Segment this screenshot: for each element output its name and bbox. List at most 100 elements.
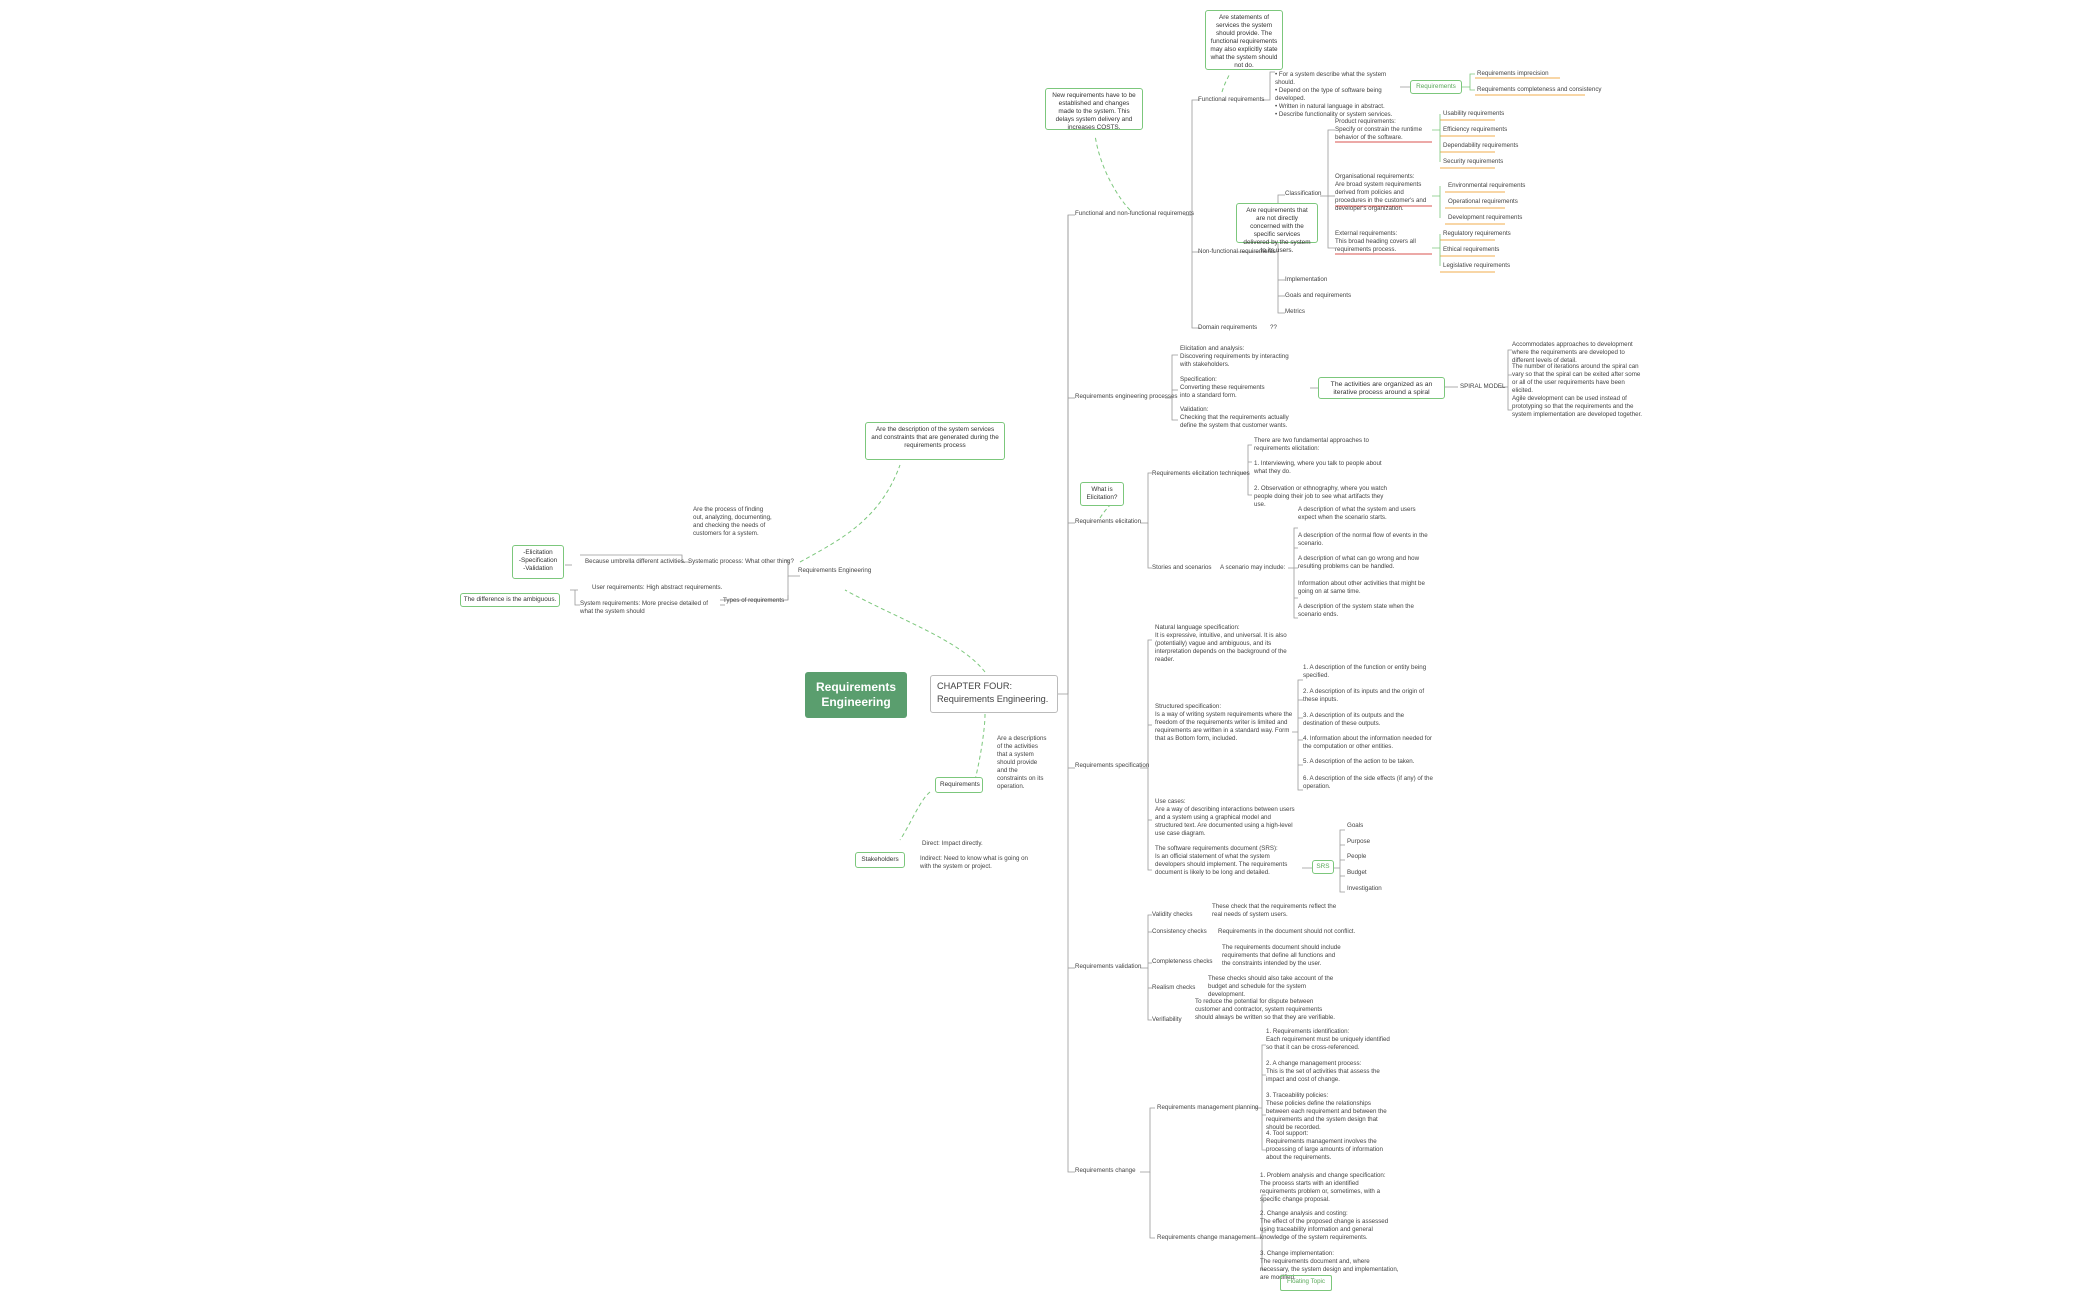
chapter-title[interactable]: CHAPTER FOUR: Requirements Engineering. — [930, 675, 1058, 713]
structured-item-0: 1. A description of the function or enti… — [1303, 664, 1427, 679]
validation-branch[interactable]: Requirements validation — [1075, 963, 1142, 970]
domain-requirements[interactable]: Domain requirements — [1198, 324, 1258, 331]
structured-item-3: 4. Information about the information nee… — [1303, 735, 1432, 750]
verifiability-text: To reduce the potential for dispute betw… — [1195, 998, 1335, 1021]
structured-item-2: 3. A description of its outputs and the … — [1303, 712, 1405, 727]
requirements-tag[interactable]: Requirements — [1410, 80, 1462, 94]
realism-checks: Realism checks — [1152, 984, 1196, 991]
activities-box[interactable]: -Elicitation -Specification -Validation — [512, 545, 564, 579]
realism-text: These checks should also take account of… — [1208, 975, 1334, 998]
re-description-box[interactable]: Are the description of the system servic… — [865, 422, 1005, 460]
goals-and-requirements: Goals and requirements — [1285, 292, 1352, 299]
completeness-checks: Completeness checks — [1152, 958, 1213, 965]
structured-spec: Structured specification: Is a way of wr… — [1155, 703, 1293, 742]
ext-item-1: Ethical requirements — [1443, 246, 1500, 253]
functional-requirements[interactable]: Functional requirements — [1198, 96, 1265, 103]
requirements-imprecision: Requirements imprecision — [1477, 70, 1549, 77]
difference-box[interactable]: The difference is the ambiguous. — [460, 593, 560, 607]
what-is-elicitation-box[interactable]: What is Elicitation? — [1080, 482, 1124, 506]
spiral-item-0: Accommodates approaches to development w… — [1512, 341, 1633, 364]
planning-item-3: 4. Tool support: Requirements management… — [1266, 1130, 1383, 1161]
non-functional-definition-box[interactable]: Are requirements that are not directly c… — [1236, 203, 1318, 254]
stories-and-scenarios: Stories and scenarios — [1152, 564, 1212, 571]
planning-item-0: 1. Requirements identification: Each req… — [1266, 1028, 1390, 1051]
consistency-text: Requirements in the document should not … — [1218, 928, 1356, 935]
floating-topic[interactable]: Floating Topic — [1280, 1275, 1332, 1291]
spiral-model: SPIRAL MODEL — [1460, 383, 1506, 390]
elicitation-techniques: Requirements elicitation techniques — [1152, 470, 1250, 477]
scenario-item-2: A description of what can go wrong and h… — [1298, 555, 1420, 570]
planning-item-1: 2. A change management process: This is … — [1266, 1060, 1380, 1083]
org-item-2: Development requirements — [1448, 214, 1523, 221]
srs-item-0: Goals — [1347, 822, 1364, 829]
direct-stakeholders: Direct: Impact directly. — [922, 840, 983, 847]
spiral-item-2: Agile development can be used instead of… — [1512, 395, 1643, 418]
rep-specification: Specification: Converting these requirem… — [1180, 376, 1265, 399]
elicitation-branch[interactable]: Requirements elicitation — [1075, 518, 1142, 525]
because-text: Because umbrella different activities. — [585, 558, 686, 565]
scenario-item-3: Information about other activities that … — [1298, 580, 1425, 595]
management-item-1: 2. Change analysis and costing: The effe… — [1260, 1210, 1389, 1241]
new-requirements-box[interactable]: New requirements have to be established … — [1045, 88, 1143, 131]
external-requirements: External requirements: This broad headin… — [1335, 230, 1416, 253]
spiral-box[interactable]: The activities are organized as an itera… — [1318, 377, 1445, 399]
ext-item-0: Regulatory requirements — [1443, 230, 1511, 237]
scenario-item-0: A description of what the system and use… — [1298, 506, 1416, 521]
observation: 2. Observation or ethnography, where you… — [1254, 485, 1387, 508]
consistency-checks: Consistency checks — [1152, 928, 1207, 935]
rep-validation: Validation: Checking that the requiremen… — [1180, 406, 1289, 429]
non-functional-requirements[interactable]: Non-functional requirements — [1198, 248, 1276, 255]
srs-item-4: Investigation — [1347, 885, 1382, 892]
srs-node[interactable]: SRS — [1312, 860, 1334, 874]
planning-item-2: 3. Traceability policies: These policies… — [1266, 1092, 1387, 1131]
scenario-may-include: A scenario may include: — [1220, 564, 1286, 571]
functional-statement-box[interactable]: Are statements of services the system sh… — [1205, 10, 1283, 70]
re-node[interactable]: Requirements Engineering — [798, 567, 872, 574]
domain-question: ?? — [1270, 324, 1277, 331]
structured-item-1: 2. A description of its inputs and the o… — [1303, 688, 1425, 703]
product-item-3: Security requirements — [1443, 158, 1504, 165]
rep-branch[interactable]: Requirements engineering processes — [1075, 393, 1178, 400]
product-item-2: Dependability requirements — [1443, 142, 1519, 149]
specification-branch[interactable]: Requirements specification — [1075, 762, 1150, 769]
requirements-definition: Are a descriptions of the activities tha… — [997, 735, 1047, 790]
product-item-1: Efficiency requirements — [1443, 126, 1508, 133]
ext-item-2: Legislative requirements — [1443, 262, 1511, 269]
indirect-stakeholders: Indirect: Need to know what is going on … — [920, 855, 1029, 870]
scenario-item-4: A description of the system state when t… — [1298, 603, 1414, 618]
functional-bullets: • For a system describe what the system … — [1275, 71, 1393, 118]
use-cases: Use cases: Are a way of describing inter… — [1155, 798, 1295, 837]
classification: Classification — [1285, 190, 1322, 197]
types-of-requirements: Types of requirements — [723, 597, 785, 604]
implementation: Implementation — [1285, 276, 1328, 283]
rep-elicitation: Elicitation and analysis: Discovering re… — [1180, 345, 1289, 368]
org-item-1: Operational requirements — [1448, 198, 1518, 205]
management-planning: Requirements management planning — [1157, 1104, 1259, 1111]
validity-text: These check that the requirements reflec… — [1212, 903, 1337, 918]
stakeholders-node[interactable]: Stakeholders — [855, 852, 905, 868]
fundamental-approaches: There are two fundamental approaches to … — [1254, 437, 1369, 452]
product-item-0: Usability requirements — [1443, 110, 1505, 117]
org-item-0: Environmental requirements — [1448, 182, 1526, 189]
scenario-item-1: A description of the normal flow of even… — [1298, 532, 1428, 547]
re-process-definition: Are the process of finding out, analyzin… — [693, 506, 772, 537]
srs-item-2: People — [1347, 853, 1367, 860]
change-branch[interactable]: Requirements change — [1075, 1167, 1136, 1174]
requirements-completeness: Requirements completeness and consistenc… — [1477, 86, 1602, 93]
validity-checks: Validity checks — [1152, 911, 1193, 918]
management-item-0: 1. Problem analysis and change specifica… — [1260, 1172, 1386, 1203]
interviewing: 1. Interviewing, where you talk to peopl… — [1254, 460, 1382, 475]
organisational-requirements: Organisational requirements: Are broad s… — [1335, 173, 1427, 212]
spiral-item-1: The number of iterations around the spir… — [1512, 363, 1641, 394]
srs-item-3: Budget — [1347, 869, 1367, 876]
central-topic[interactable]: Requirements Engineering — [805, 672, 907, 718]
user-requirements: User requirements: High abstract require… — [592, 584, 723, 591]
requirements-node[interactable]: Requirements — [935, 777, 983, 793]
structured-item-4: 5. A description of the action to be tak… — [1303, 758, 1415, 765]
change-management: Requirements change management — [1157, 1234, 1256, 1241]
completeness-text: The requirements document should include… — [1222, 944, 1341, 967]
fnf-branch[interactable]: Functional and non-functional requiremen… — [1075, 210, 1195, 217]
management-item-2: 3. Change implementation: The requiremen… — [1260, 1250, 1399, 1281]
